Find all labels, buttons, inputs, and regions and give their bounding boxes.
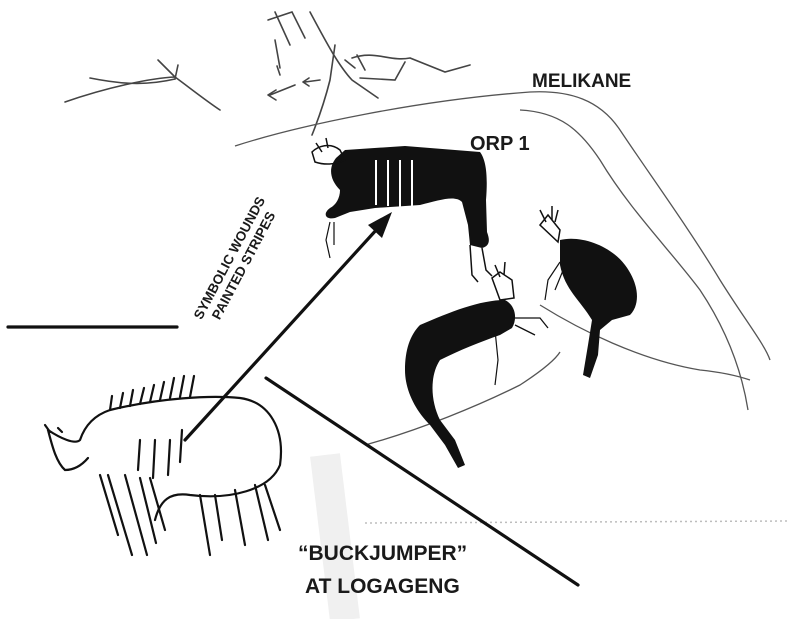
divider-lines bbox=[8, 327, 578, 585]
figure-id-label: ORP 1 bbox=[470, 134, 530, 154]
logageng-buckjumper-figure bbox=[45, 376, 281, 555]
center-antelope-figure bbox=[405, 262, 548, 468]
orp1-figure bbox=[312, 138, 492, 282]
comparison-location: AT LOGAGENG bbox=[305, 576, 460, 597]
comparison-title: “BUCKJUMPER” bbox=[298, 543, 467, 564]
site-name-label: MELIKANE bbox=[532, 72, 631, 91]
right-antelope-figure bbox=[540, 206, 637, 378]
branch-sketches bbox=[65, 12, 470, 135]
